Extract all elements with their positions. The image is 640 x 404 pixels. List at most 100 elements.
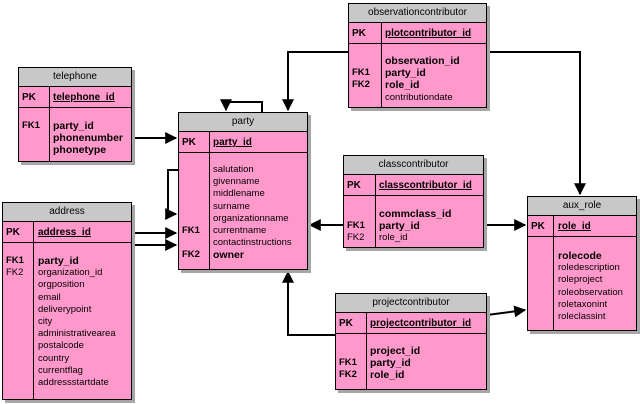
pk-label: PK — [531, 221, 545, 232]
connector-observation-party — [282, 51, 348, 112]
attribute-row: organizationname — [179, 213, 307, 225]
attribute-name: role_id — [385, 79, 420, 92]
column-divider — [33, 222, 34, 399]
attribute-name: roleproject — [558, 274, 603, 286]
attribute-row: FK2 role_id — [336, 369, 486, 381]
attribute-name: orgposition — [38, 279, 85, 291]
attribute-name: party_id — [38, 255, 79, 267]
entity-title: observationcontributor — [349, 4, 486, 23]
attribute-name: surname — [213, 200, 250, 212]
pk-label: PK — [6, 227, 20, 238]
entity-title: telephone — [19, 68, 131, 87]
attribute-row: city — [3, 316, 131, 328]
attribute-row: contactinstructions — [179, 237, 307, 249]
attribute-row: rolecode — [528, 250, 636, 262]
attribute-name: contributiondate — [385, 91, 453, 103]
attribute-name: role_id — [370, 369, 405, 382]
entity-title: projectcontributor — [336, 294, 486, 313]
entity-projectcontributor[interactable]: projectcontributor PK projectcontributor… — [335, 293, 487, 390]
attribute-name: party_id — [385, 67, 426, 80]
pk-label: PK — [182, 137, 196, 148]
primary-key-field: plotcontributor_id — [385, 28, 472, 39]
attribute-name: organization_id — [38, 267, 103, 279]
attribute-name: commclass_id — [379, 208, 452, 220]
attribute-row: currentflag — [3, 365, 131, 377]
entity-title: aux_role — [528, 197, 636, 216]
attribute-row: roledescription — [528, 262, 636, 274]
attribute-row: surname — [179, 201, 307, 213]
attribute-row: FK1 party_id — [344, 220, 483, 232]
primary-key-field: role_id — [558, 221, 591, 232]
attribute-row: roleobservation — [528, 287, 636, 299]
attribute-name: salutation — [213, 164, 254, 175]
attribute-row: country — [3, 353, 131, 365]
attribute-row: roleproject — [528, 274, 636, 286]
key-tag: FK1 — [347, 220, 365, 232]
attribute-name: roletaxonint — [558, 298, 608, 310]
attribute-name: project_id — [370, 345, 421, 357]
attribute-name: middlename — [213, 188, 265, 200]
column-divider — [366, 313, 367, 389]
attribute-name: owner — [213, 249, 244, 262]
pk-label: PK — [347, 180, 361, 191]
attribute-name: givenname — [213, 176, 260, 188]
attribute-name: roleobservation — [558, 286, 623, 298]
attribute-name: phonenumber — [53, 132, 123, 145]
attribute-name: deliverypoint — [38, 303, 92, 315]
attribute-name: country — [38, 352, 70, 364]
attribute-row: phonenumber — [19, 132, 131, 144]
attribute-row: project_id — [336, 345, 486, 357]
key-tag: FK2 — [352, 79, 370, 91]
attribute-name: party_id — [370, 357, 411, 370]
attribute-row: commclass_id — [344, 208, 483, 220]
entity-title: address — [3, 203, 131, 222]
attribute-name: phonetype — [53, 144, 107, 157]
connector-party-self-left — [165, 169, 178, 220]
attribute-row: postalcode — [3, 340, 131, 352]
attribute-name: city — [38, 316, 53, 327]
attribute-row: addressstartdate — [3, 377, 131, 389]
entity-title: party — [179, 113, 307, 132]
attribute-row: salutation — [179, 164, 307, 176]
attribute-row: roleclassint — [528, 311, 636, 323]
attribute-row: administrativearea — [3, 328, 131, 340]
entity-classcontributor[interactable]: classcontributor PK classcontributor_id … — [343, 155, 484, 248]
attribute-name: party_id — [379, 220, 420, 233]
attribute-name: observation_id — [385, 55, 460, 67]
attribute-name: role_id — [379, 232, 408, 244]
attribute-name: party_id — [53, 120, 94, 132]
attribute-name: contactinstructions — [213, 237, 292, 249]
attribute-name: roledescription — [558, 262, 620, 274]
pk-label: PK — [352, 28, 366, 39]
entity-observationcontributor[interactable]: observationcontributor PK plotcontributo… — [348, 3, 487, 108]
attribute-name: roleclassint — [558, 311, 606, 322]
attribute-row: observation_id — [349, 55, 486, 67]
attribute-name: currentflag — [38, 364, 83, 376]
primary-key-field: telephone_id — [53, 92, 115, 103]
attribute-row: FK2 role_id — [349, 79, 486, 91]
attribute-name: email — [38, 291, 61, 303]
pk-label: PK — [339, 318, 353, 329]
attribute-row: orgposition — [3, 279, 131, 291]
pk-label: PK — [22, 92, 36, 103]
key-tag: FK2 — [347, 232, 365, 244]
key-tag: FK1 — [352, 67, 370, 79]
connector-project-auxrole — [486, 305, 527, 318]
key-tag: FK1 — [182, 225, 200, 236]
attribute-row: roletaxonint — [528, 299, 636, 311]
key-tag: FK2 — [339, 369, 357, 381]
attribute-row: middlename — [179, 188, 307, 200]
column-divider — [49, 87, 50, 161]
primary-key-field: address_id — [38, 227, 91, 238]
